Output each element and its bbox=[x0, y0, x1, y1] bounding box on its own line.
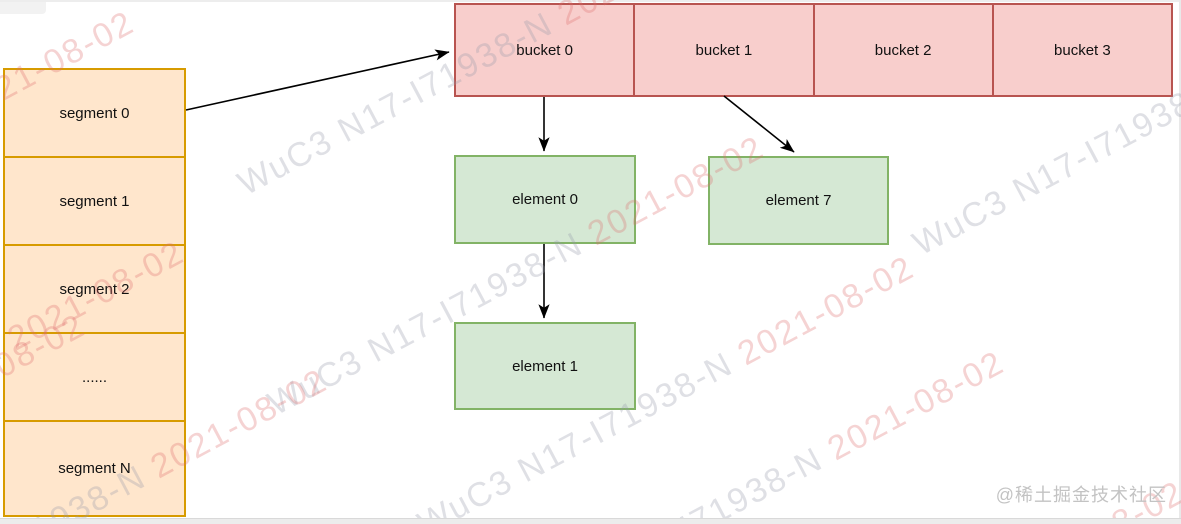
segment-ellipsis-box: ...... bbox=[3, 332, 186, 422]
corner-artifact bbox=[0, 2, 46, 14]
element-1-box: element 1 bbox=[454, 322, 636, 410]
bucket-0-box: bucket 0 bbox=[454, 3, 636, 97]
segment-0-box: segment 0 bbox=[3, 68, 186, 158]
bucket-1-label: bucket 1 bbox=[695, 41, 753, 59]
arrow-bucket1-to-element7 bbox=[723, 95, 795, 153]
horizontal-scrollbar-track bbox=[0, 518, 1181, 524]
bucket-2-label: bucket 2 bbox=[874, 41, 932, 59]
bucket-0-label: bucket 0 bbox=[516, 41, 573, 59]
arrow-segment0-to-bucket-row bbox=[185, 49, 450, 111]
bucket-2-box: bucket 2 bbox=[812, 3, 994, 97]
segment-n-box: segment N bbox=[3, 420, 186, 517]
element-7-box: element 7 bbox=[708, 156, 889, 245]
element-7-label: element 7 bbox=[765, 192, 832, 209]
bucket-3-label: bucket 3 bbox=[1054, 41, 1111, 59]
element-1-label: element 1 bbox=[512, 357, 578, 375]
bucket-1-box: bucket 1 bbox=[633, 3, 815, 97]
element-0-label: element 0 bbox=[512, 191, 578, 208]
segment-2-box: segment 2 bbox=[3, 244, 186, 334]
credit-watermark: @稀土掘金技术社区 bbox=[995, 485, 1167, 505]
segment-n-label: segment N bbox=[58, 460, 131, 477]
element-0-box: element 0 bbox=[454, 155, 636, 244]
segment-1-box: segment 1 bbox=[3, 156, 186, 246]
right-hairline bbox=[1179, 0, 1181, 524]
bucket-3-box: bucket 3 bbox=[991, 3, 1173, 97]
segment-ellipsis-label: ...... bbox=[81, 368, 107, 386]
segment-2-label: segment 2 bbox=[59, 280, 130, 298]
segment-0-label: segment 0 bbox=[59, 104, 130, 122]
top-hairline bbox=[0, 0, 1181, 2]
segment-1-label: segment 1 bbox=[59, 192, 130, 210]
bucket-row: bucket 0 bucket 1 bucket 2 bucket 3 bbox=[454, 3, 1173, 97]
